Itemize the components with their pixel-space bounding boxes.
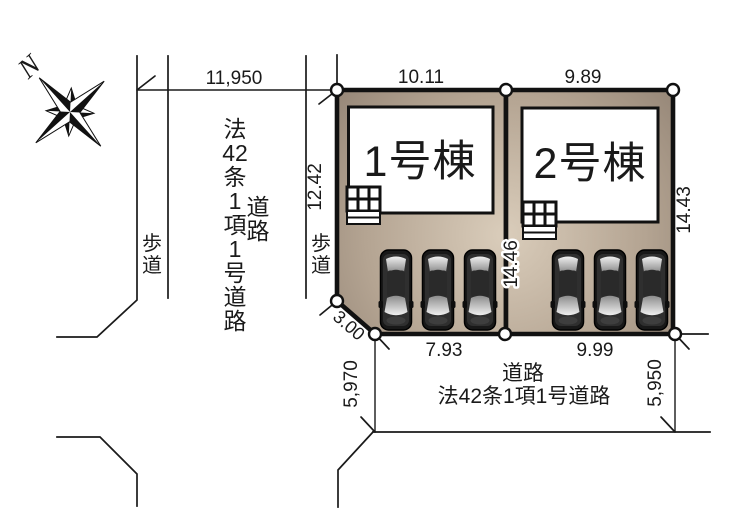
west-road-label-vertical: 道路: [247, 194, 270, 244]
car-icon: [591, 249, 629, 331]
dim-lot2-depth-east: 14.43: [674, 186, 695, 234]
compass-rose: N: [11, 48, 105, 147]
dim-lot1-depth-west: 12.42: [305, 163, 326, 211]
survey-point: [329, 293, 345, 309]
dim-lot1-frontage-top: 10.11: [398, 67, 444, 88]
survey-point: [665, 82, 681, 98]
dim-lot2-frontage-bottom: 9.99: [577, 340, 614, 361]
dim-lot-divider-depth: 14.46: [501, 240, 522, 288]
dim-tick: [660, 416, 676, 433]
car-icon: [461, 249, 499, 331]
survey-points: [329, 82, 683, 342]
survey-point: [497, 326, 513, 342]
dim-lot1-frontage-bottom: 7.93: [426, 340, 463, 361]
survey-point: [367, 326, 383, 342]
sidewalk-label-east: 歩道: [311, 232, 331, 277]
car-icon: [419, 249, 457, 331]
south-road-label: 道路: [502, 362, 544, 385]
dim-lot2-frontage-top: 9.89: [565, 67, 602, 88]
dimension-lines: [136, 75, 690, 433]
dim-west-road-width: 11,950: [206, 68, 263, 89]
west-street-west-curb-lower: [56, 436, 138, 507]
south-road-corner-curb: [337, 430, 375, 508]
dim-tick: [136, 75, 156, 91]
car-icon: [377, 249, 415, 331]
south-road-designation: 法42条1項1号道路: [438, 385, 611, 408]
car-icon: [549, 249, 587, 331]
survey-point: [329, 82, 345, 98]
sidewalk-label-west: 歩道: [142, 232, 162, 277]
west-street-west-curb-upper: [56, 55, 138, 338]
lot2-building-label: 2号棟: [534, 140, 647, 188]
car-icon: [633, 249, 671, 331]
survey-point: [498, 82, 514, 98]
drain-grate-icon: [345, 185, 382, 226]
compass-star-major: [35, 77, 105, 147]
drain-grate-icon: [521, 200, 558, 241]
lot1-building-label: 1号棟: [364, 138, 477, 186]
dim-tick: [360, 416, 376, 433]
dim-south-road-width-west: 5,970: [341, 360, 362, 408]
dim-south-road-width-east: 5,950: [645, 359, 666, 407]
street-lines: [56, 54, 711, 508]
survey-point: [667, 326, 683, 342]
